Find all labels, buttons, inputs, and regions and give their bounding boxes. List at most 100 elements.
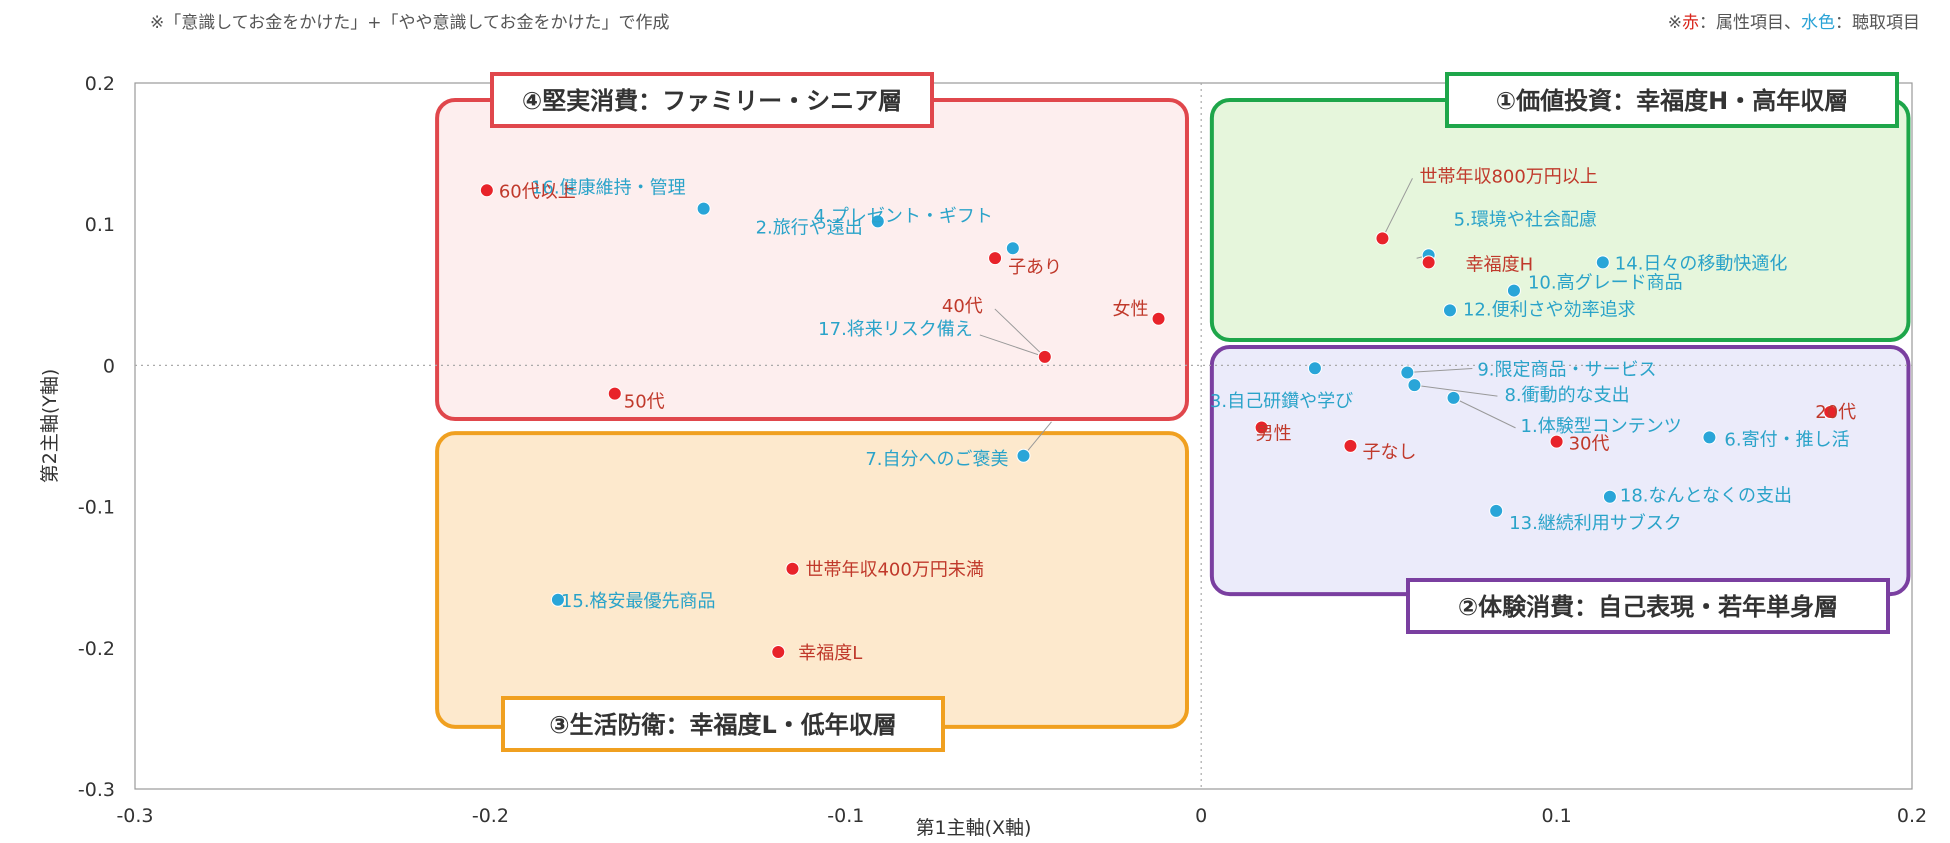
leader-line [1414, 384, 1498, 397]
attribute-point [479, 183, 494, 198]
item-point-label: 17.将来リスク備え [818, 319, 973, 340]
leader-line [1407, 367, 1473, 373]
attribute-point-label: 男性 [1256, 424, 1292, 445]
y-tick-label: -0.1 [78, 497, 115, 519]
attribute-point-label: 子あり [1008, 257, 1062, 278]
note-legend-mid: ：属性項目、 [1699, 13, 1801, 33]
y-tick-label: -0.2 [78, 638, 115, 660]
item-point [1506, 283, 1521, 298]
item-point [1595, 255, 1610, 270]
note-legend-suffix: ：聴取項目 [1835, 13, 1920, 33]
item-point-label: 14.日々の移動快適化 [1615, 253, 1788, 274]
attribute-point [988, 251, 1003, 266]
data-points [479, 183, 1838, 660]
attribute-point-label: 女性 [1113, 299, 1149, 320]
attribute-point [1421, 255, 1436, 270]
attribute-point-label: 世帯年収800万円以上 [1419, 166, 1597, 187]
item-point-label: 5.環境や社会配慮 [1454, 209, 1597, 230]
title-life-defense: ③生活防衛：幸福度L・低年収層 [549, 711, 897, 739]
attribute-point-label: 20代 [1815, 402, 1856, 423]
attribute-point-label: 幸福度L [798, 643, 862, 664]
item-point-label: 9.限定商品・サービス [1477, 359, 1656, 380]
leader-line [1382, 178, 1413, 239]
item-point [1005, 241, 1020, 256]
leader-line [1023, 421, 1052, 457]
attribute-point [1549, 434, 1564, 449]
item-point-label: 1.体験型コンテンツ [1521, 416, 1682, 437]
leader-line [1453, 397, 1516, 429]
attribute-point-label: 子なし [1362, 442, 1416, 463]
quadrant-titles: ④堅実消費：ファミリー・シニア層 ①価値投資：幸福度H・高年収層 ③生活防衛：幸福度… [490, 72, 1899, 752]
title-family-senior: ④堅実消費：ファミリー・シニア層 [522, 87, 902, 115]
attribute-point-label: 50代 [624, 392, 665, 413]
item-point-label: 8.衝動的な支出 [1504, 385, 1629, 406]
x-tick-label: 0.2 [1897, 805, 1927, 827]
item-point [1442, 303, 1457, 318]
item-point [870, 214, 885, 229]
note-legend-red: 赤 [1682, 13, 1699, 33]
leader-line [979, 334, 1045, 358]
x-tick-label: 0 [1195, 805, 1207, 827]
title-life-defense-box [501, 696, 945, 752]
region-family-senior [435, 97, 1189, 422]
item-point-label: 7.自分へのご褒美 [865, 449, 1008, 470]
attribute-point-label: 幸福度H [1466, 254, 1534, 275]
title-experience: ②体験消費：自己表現・若年単身層 [1458, 593, 1838, 621]
item-point [1602, 489, 1617, 504]
item-point-label: 3.自己研鑽や学び [1210, 391, 1353, 412]
region-experience [1209, 345, 1911, 597]
attribute-point [607, 386, 622, 401]
attribute-point [1823, 404, 1838, 419]
note-legend: ※赤：属性項目、水色：聴取項目 [1668, 8, 1920, 33]
item-point-label: 13.継続利用サブスク [1509, 512, 1682, 534]
plot-frame [134, 82, 1913, 790]
attribute-point-label: 世帯年収400万円未満 [805, 560, 983, 581]
attribute-point-label: 40代 [942, 296, 983, 317]
attribute-point-label: 30代 [1569, 434, 1610, 455]
item-point-label: 10.高グレード商品 [1528, 273, 1683, 294]
title-experience-box [1406, 578, 1890, 634]
y-tick-label: 0.1 [85, 214, 115, 236]
item-point [1702, 430, 1717, 445]
attribute-point [1254, 420, 1269, 435]
item-point [550, 592, 565, 607]
x-tick-label: -0.1 [827, 805, 864, 827]
attribute-point [1375, 231, 1390, 246]
item-point-label: 18.なんとなくの支出 [1620, 486, 1792, 507]
attribute-point [771, 645, 786, 660]
y-tick-label: 0.2 [85, 73, 115, 95]
item-point [1400, 365, 1415, 380]
x-tick-label: 0.1 [1541, 805, 1571, 827]
item-point [1407, 378, 1422, 393]
attribute-point-label: 60代以上 [499, 181, 576, 202]
note-legend-blue: 水色 [1801, 13, 1835, 33]
attribute-point [1343, 438, 1358, 453]
item-point [696, 201, 711, 216]
item-point-label: 4.プレゼント・ギフト [814, 206, 993, 227]
y-axis-title: 第2主軸(Y軸) [39, 369, 61, 484]
x-tick-label: -0.2 [472, 805, 509, 827]
title-value-investment: ①価値投資：幸福度H・高年収層 [1496, 87, 1848, 115]
attribute-point [785, 561, 800, 576]
item-point-label: 16.健康維持・管理 [531, 178, 686, 199]
y-tick-label: -0.3 [78, 779, 115, 801]
attribute-point [1037, 349, 1052, 364]
leader-line [994, 308, 1046, 358]
title-value-investment-box [1445, 72, 1899, 128]
item-point [1446, 390, 1461, 405]
item-point [1489, 503, 1504, 518]
y-tick-label: 0 [103, 355, 115, 377]
note-method: ※「意識してお金をかけた」+「やや意識してお金をかけた」で作成 [150, 13, 670, 33]
item-point [1307, 361, 1322, 376]
axes: -0.3 -0.2 -0.1 0 0.1 0.2 0.2 0.1 0 -0.1 -0.2 -0.3 第1… [39, 73, 1927, 839]
item-point-label: 15.格安最優先商品 [561, 591, 716, 612]
note-legend-prefix: ※ [1667, 13, 1682, 33]
item-point-label: 6.寄付・推し活 [1724, 429, 1849, 450]
attribute-point [1151, 311, 1166, 326]
item-point [1016, 448, 1031, 463]
item-point-label: 2.旅行や遠出 [756, 217, 863, 238]
x-tick-label: -0.3 [116, 805, 153, 827]
x-axis-title: 第1主軸(X軸) [916, 817, 1032, 839]
